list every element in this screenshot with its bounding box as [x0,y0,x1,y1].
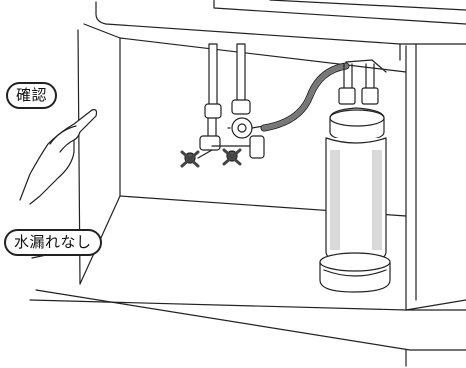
water-filter-cartridge [320,60,390,292]
confirm-label-text: 確認 [16,86,47,104]
valve-left [182,104,221,166]
confirm-label: 確認 [6,82,57,109]
cabinet-floor-front [30,300,466,310]
water-supply-pipes [182,44,264,166]
cabinet [30,0,466,366]
pointing-hand-icon [20,110,97,204]
no-leak-label-text: 水漏れなし [14,233,92,251]
no-leak-label: 水漏れなし [4,229,102,256]
